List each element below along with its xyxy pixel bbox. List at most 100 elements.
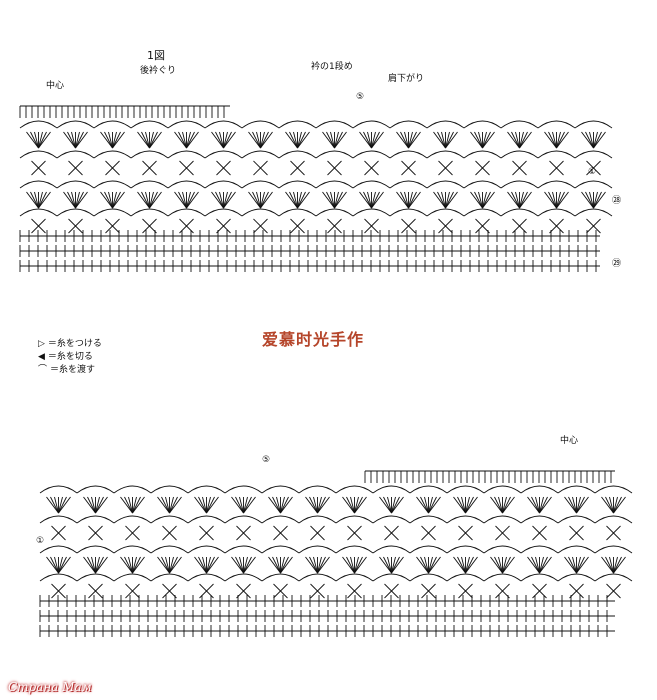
fan-stitch bbox=[478, 131, 483, 149]
chain-arc bbox=[594, 515, 633, 524]
chain-arc bbox=[150, 545, 189, 554]
cross-stitch bbox=[290, 160, 305, 176]
fan-stitch bbox=[30, 191, 39, 209]
fan-stitch bbox=[198, 556, 207, 574]
fan-stitch bbox=[408, 191, 421, 209]
fan-stitch bbox=[396, 131, 409, 149]
fan-stitch bbox=[502, 496, 511, 514]
chain-arc bbox=[483, 515, 522, 524]
fan-stitch bbox=[408, 131, 421, 149]
chain-arc bbox=[93, 150, 132, 159]
fan-stitch bbox=[317, 496, 330, 514]
fan-stitch bbox=[317, 496, 326, 514]
fan-stitch bbox=[519, 131, 528, 149]
fan-stitch bbox=[494, 496, 503, 514]
fan-stitch bbox=[95, 496, 104, 514]
chain-arc bbox=[93, 208, 132, 217]
fan-stitch bbox=[71, 191, 76, 209]
fan-stitch bbox=[322, 191, 335, 209]
fan-stitch bbox=[63, 191, 76, 209]
fan-stitch bbox=[371, 191, 384, 209]
fan-stitch bbox=[137, 131, 150, 149]
legend-item-attach: ▷ ＝糸をつける bbox=[38, 339, 102, 349]
cross-stitch bbox=[512, 160, 527, 176]
fan-stitch bbox=[334, 131, 347, 149]
fan-stitch bbox=[404, 191, 409, 209]
fan-stitch bbox=[585, 191, 594, 209]
fan-stitch bbox=[465, 496, 470, 514]
fan-stitch bbox=[498, 496, 503, 514]
chain-arc bbox=[537, 208, 576, 217]
fan-stitch bbox=[178, 191, 187, 209]
fan-stitch bbox=[437, 191, 446, 209]
fan-stitch bbox=[186, 191, 199, 209]
fan-stitch bbox=[354, 556, 359, 574]
cross-stitch bbox=[586, 160, 601, 176]
fan-stitch bbox=[527, 496, 540, 514]
chain-arc bbox=[224, 573, 263, 582]
fan-stitch bbox=[202, 556, 207, 574]
cross-stitch bbox=[549, 218, 564, 234]
fan-stitch bbox=[482, 191, 491, 209]
fan-stitch bbox=[285, 131, 298, 149]
fan-stitch bbox=[445, 131, 454, 149]
fan-stitch bbox=[280, 496, 285, 514]
chain-arc bbox=[278, 150, 317, 159]
fan-stitch bbox=[391, 496, 400, 514]
chain-arc bbox=[335, 515, 374, 524]
fan-stitch bbox=[424, 496, 429, 514]
fan-stitch bbox=[445, 191, 450, 209]
chain-arc bbox=[204, 120, 243, 129]
fan-stitch bbox=[252, 131, 261, 149]
cross-stitch bbox=[236, 525, 251, 541]
fan-stitch bbox=[568, 556, 577, 574]
fan-stitch bbox=[149, 131, 158, 149]
cross-stitch bbox=[458, 525, 473, 541]
cross-stitch bbox=[532, 525, 547, 541]
bottom-stitch-chart bbox=[39, 470, 633, 637]
chain-arc bbox=[372, 573, 411, 582]
cross-stitch bbox=[586, 218, 601, 234]
chain-arc bbox=[372, 485, 411, 494]
fan-stitch bbox=[54, 496, 59, 514]
fan-stitch bbox=[572, 556, 577, 574]
fan-stitch bbox=[157, 556, 170, 574]
fan-stitch bbox=[342, 496, 355, 514]
fan-stitch bbox=[470, 131, 483, 149]
fan-stitch bbox=[206, 496, 215, 514]
chain-arc bbox=[409, 545, 448, 554]
fan-stitch bbox=[420, 556, 429, 574]
fan-stitch bbox=[511, 191, 520, 209]
cross-stitch bbox=[327, 160, 342, 176]
fan-stitch bbox=[317, 556, 326, 574]
fan-stitch bbox=[548, 191, 557, 209]
fan-stitch bbox=[391, 556, 396, 574]
fan-stitch bbox=[334, 191, 339, 209]
fan-stitch bbox=[182, 131, 187, 149]
fan-stitch bbox=[182, 191, 187, 209]
fan-stitch bbox=[141, 131, 150, 149]
fan-stitch bbox=[408, 131, 417, 149]
fan-stitch bbox=[605, 556, 614, 574]
fan-stitch bbox=[128, 556, 133, 574]
chain-arc bbox=[224, 485, 263, 494]
chain-arc bbox=[500, 120, 539, 129]
fan-stitch bbox=[124, 556, 133, 574]
fan-stitch bbox=[527, 556, 540, 574]
fan-stitch bbox=[54, 556, 59, 574]
fan-stitch bbox=[564, 496, 577, 514]
chain-arc bbox=[113, 485, 152, 494]
chain-arc bbox=[39, 515, 78, 524]
chain-arc bbox=[76, 545, 115, 554]
fan-stitch bbox=[408, 131, 413, 149]
fan-stitch bbox=[169, 556, 182, 574]
chain-arc bbox=[150, 515, 189, 524]
fan-stitch bbox=[206, 556, 219, 574]
cross-stitch bbox=[364, 218, 379, 234]
fan-stitch bbox=[465, 496, 478, 514]
fan-stitch bbox=[461, 496, 466, 514]
fan-stitch bbox=[354, 496, 367, 514]
fan-stitch bbox=[91, 556, 96, 574]
fan-stitch bbox=[243, 556, 256, 574]
fan-stitch bbox=[149, 131, 162, 149]
